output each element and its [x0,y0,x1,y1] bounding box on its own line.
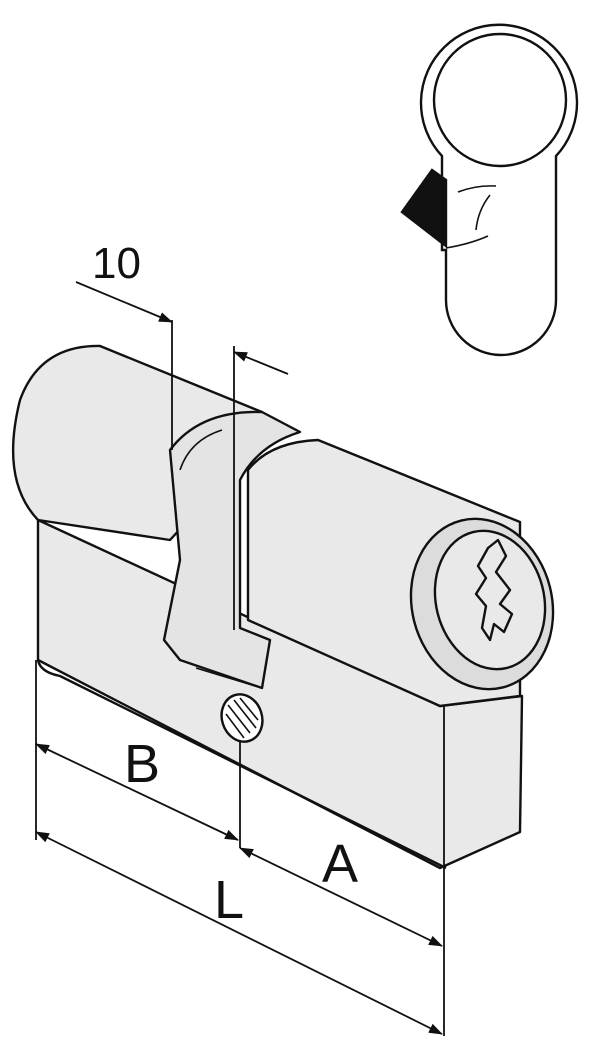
dim-l [35,831,443,1035]
profile-tail-line-2 [475,194,491,231]
dim-b [35,743,239,841]
label-l: L [214,870,244,930]
cam-slot-inner [179,429,223,471]
screw-hole [220,693,264,743]
profile-view [400,23,579,357]
label-a: A [322,834,358,894]
cam-slot-line [195,667,263,689]
label-offset-10: 10 [92,239,141,288]
profile-tail-line [457,185,497,193]
cam-slot [162,410,302,690]
fin-bottom-edge [36,659,447,870]
screw-thread [225,697,259,739]
profile-tail-line-3 [445,235,489,249]
cylinder [11,344,555,870]
keyway [474,538,514,642]
profile-inner-circle [432,32,568,168]
dim-10-right [233,351,289,375]
dimensions [35,281,445,1036]
cam-wedge [400,168,448,249]
label-b: B [124,734,160,794]
dim-10-left [75,281,173,323]
